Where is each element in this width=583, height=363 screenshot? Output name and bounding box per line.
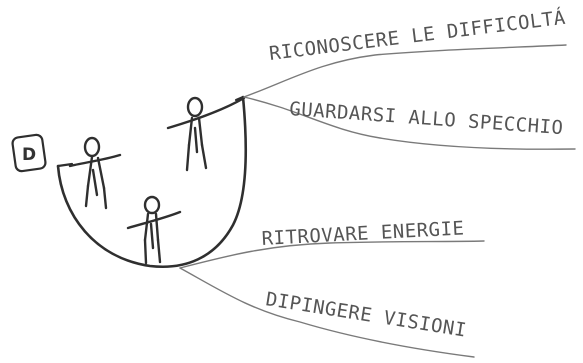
d-badge: D	[12, 134, 46, 172]
person-figure-left	[70, 138, 120, 208]
branch-label-2: GUARDARSI ALLO SPECCHIO	[289, 98, 564, 139]
badge-letter: D	[22, 145, 36, 165]
person-figure-bottom	[128, 197, 180, 263]
branch-label-3: RITROVARE ENERGIE	[261, 217, 465, 250]
branch-label-4: DIPINGERE VISIONI	[264, 288, 468, 341]
person-figure-top	[168, 98, 244, 170]
branch-label-1: RICONOSCERE LE DIFFICOLTÁ	[268, 6, 567, 65]
